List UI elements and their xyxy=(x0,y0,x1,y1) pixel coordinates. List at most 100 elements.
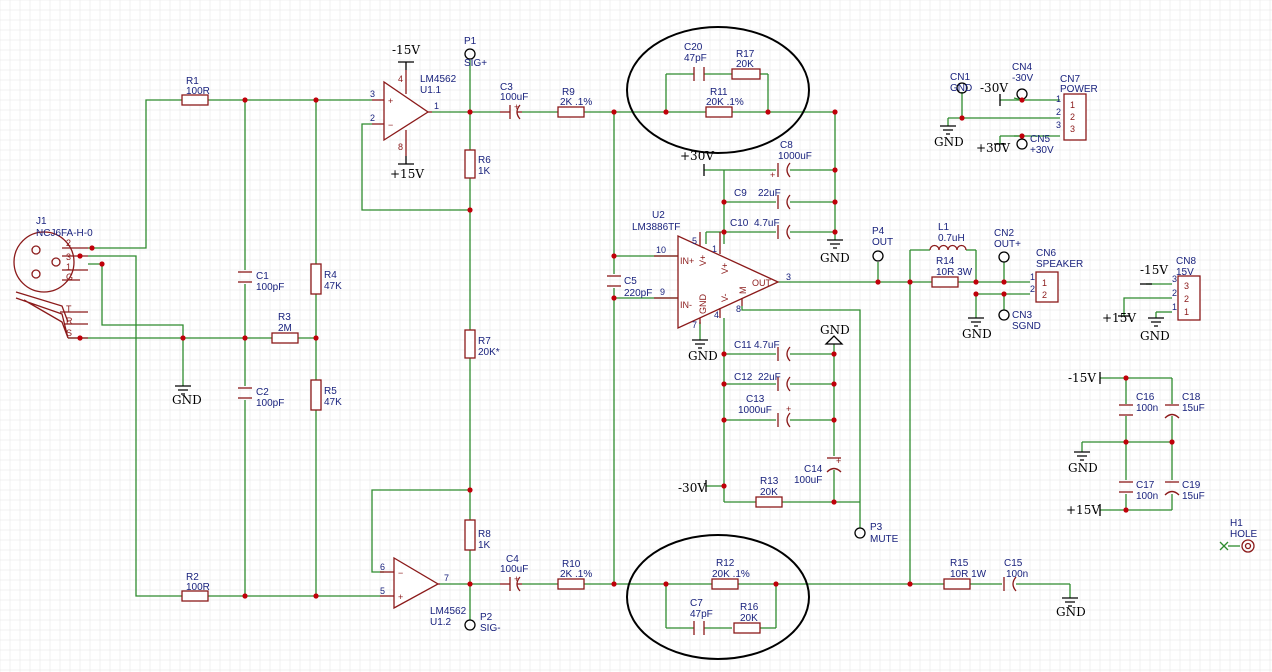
r15-value: 10R 1W xyxy=(950,569,987,580)
svg-text:+: + xyxy=(770,170,775,180)
c5-capacitor[interactable]: C5 220pF xyxy=(607,275,652,299)
junction-dot xyxy=(831,381,837,387)
c11-capacitor[interactable]: C11 4.7uF xyxy=(734,340,791,362)
cn8-pin-2-left: 2 xyxy=(1172,288,1177,298)
r4-resistor[interactable]: R4 47K xyxy=(310,263,342,295)
c19-capacitor[interactable]: C19 15uF xyxy=(1164,480,1205,502)
junction-dot xyxy=(721,199,727,205)
u2-pin-1: 1 xyxy=(712,244,717,254)
r12-resistor[interactable]: R12 20K .1% xyxy=(711,558,750,590)
r7-resistor[interactable]: R7 20K* xyxy=(464,329,500,359)
junction-dot xyxy=(832,109,838,115)
u2-pinlabel-vm: V- xyxy=(720,293,730,302)
junction-dot xyxy=(611,109,617,115)
r11-ref: R11 xyxy=(710,87,728,98)
u1-1-opamp[interactable]: + − 3 2 1 4 8 LM4562 U1.1 xyxy=(370,70,457,156)
r9-resistor[interactable]: R9 2K .1% xyxy=(557,87,592,118)
r17-resistor[interactable]: R17 20K xyxy=(731,49,761,80)
r3-resistor[interactable]: R3 2M xyxy=(271,312,299,344)
j1-pin-s: S xyxy=(66,328,72,338)
cn6-value: SPEAKER xyxy=(1036,259,1083,270)
c13-capacitor[interactable]: + C13 1000uF xyxy=(738,394,791,428)
r6-ref: R6 xyxy=(478,155,491,166)
c7-capacitor[interactable]: C7 47pF xyxy=(690,598,713,635)
cn2-testpoint[interactable]: CN2 OUT+ xyxy=(994,228,1021,263)
h1-mounting-hole[interactable]: H1 HOLE xyxy=(1219,518,1258,553)
net-m30-conn: -30V xyxy=(980,81,1008,95)
r15-resistor[interactable]: R15 10R 1W xyxy=(943,558,987,590)
junction-dot xyxy=(832,167,838,173)
u2-pinlabel-vp1: V+ xyxy=(698,255,708,266)
cn4-value: -30V xyxy=(1012,73,1033,84)
c12-capacitor[interactable]: C12 22uF xyxy=(734,372,791,392)
cn3-testpoint[interactable]: CN3 SGND xyxy=(998,309,1041,332)
junction-dot xyxy=(973,291,979,297)
cn7-pin-1-left: 1 xyxy=(1056,94,1061,104)
u1-2-opamp[interactable]: − + 6 5 7 LM4562 U1.2 xyxy=(380,556,467,628)
gnd-label-2: GND xyxy=(820,251,850,265)
junction-dot xyxy=(875,279,881,285)
cn6-speaker-connector[interactable]: 1 2 1 2 CN6 SPEAKER xyxy=(1030,248,1083,303)
cn6-pin-2-left: 2 xyxy=(1030,284,1035,294)
u1-2-ref: LM4562 xyxy=(430,606,467,617)
cn7-value: POWER xyxy=(1060,84,1098,95)
c15-capacitor[interactable]: C15 100n xyxy=(1003,558,1028,592)
cn7-power-connector[interactable]: 1 2 3 1 2 3 CN7 POWER xyxy=(1056,74,1098,141)
c16-capacitor[interactable]: C16 100n xyxy=(1119,392,1158,416)
r14-resistor[interactable]: R14 10R 3W xyxy=(931,256,973,288)
r6-value: 1K xyxy=(478,166,491,177)
u2-power-amp[interactable]: IN+ IN- OUT V+ V+ GND V- M 10 9 5 1 3 7 … xyxy=(632,210,791,330)
c5-value: 220pF xyxy=(624,288,652,299)
c16-value: 100n xyxy=(1136,403,1158,414)
c2-capacitor[interactable]: C2 100pF xyxy=(238,387,284,409)
p3-value: MUTE xyxy=(870,534,899,545)
cn8-15v-connector[interactable]: 3 2 1 3 2 1 CN8 15V xyxy=(1172,256,1201,321)
junction-dot xyxy=(663,109,669,115)
c3-capacitor[interactable]: + C3 100uF xyxy=(500,82,528,120)
cn6-ref: CN6 xyxy=(1036,248,1056,259)
gnd-label-3: GND xyxy=(688,349,718,363)
r8-resistor[interactable]: R8 1K xyxy=(464,519,491,551)
r2-resistor[interactable]: R2 100R xyxy=(181,572,210,602)
r1-resistor[interactable]: R1 100R xyxy=(181,76,210,106)
r11-resistor[interactable]: R11 20K .1% xyxy=(705,87,744,118)
l1-inductor[interactable]: L1 0.7uH xyxy=(929,222,967,251)
r8-value: 1K xyxy=(478,540,491,551)
cn5-testpoint[interactable]: CN5 +30V xyxy=(1016,134,1054,156)
c10-capacitor[interactable]: C10 4.7uF xyxy=(730,218,791,240)
c1-capacitor[interactable]: C1 100pF xyxy=(238,271,284,293)
r6-resistor[interactable]: R6 1K xyxy=(464,149,491,179)
junction-dot xyxy=(242,593,248,599)
p1-testpoint[interactable]: P1 SIG+ xyxy=(464,36,487,69)
cn2-ref: CN2 xyxy=(994,228,1014,239)
p4-testpoint[interactable]: P4 OUT xyxy=(872,226,893,262)
r5-resistor[interactable]: R5 47K xyxy=(310,379,342,411)
c4-capacitor[interactable]: + C4 100uF xyxy=(500,554,528,592)
c14-capacitor[interactable]: + C14 100uF xyxy=(794,456,842,486)
net-p30-top: +30V xyxy=(680,149,714,163)
c9-capacitor[interactable]: C9 22uF xyxy=(734,188,791,210)
junction-dot xyxy=(1001,279,1007,285)
c8-capacitor[interactable]: + C8 1000uF xyxy=(770,140,812,180)
r13-resistor[interactable]: R13 20K xyxy=(755,476,783,508)
junction-dot xyxy=(313,335,319,341)
c20-capacitor[interactable]: C20 47pF xyxy=(684,42,707,81)
c18-capacitor[interactable]: C18 15uF xyxy=(1164,392,1205,419)
junction-dot xyxy=(1019,133,1025,139)
junction-dot xyxy=(611,581,617,587)
p3-testpoint[interactable]: P3 MUTE xyxy=(854,522,899,545)
cn1-testpoint[interactable]: CN1 GND xyxy=(950,72,972,94)
p2-testpoint[interactable]: P2 SIG- xyxy=(464,612,501,634)
r10-resistor[interactable]: R10 2K .1% xyxy=(557,559,592,590)
r2-value: 100R xyxy=(186,582,210,593)
c17-capacitor[interactable]: C17 100n xyxy=(1119,480,1158,502)
r5-ref: R5 xyxy=(324,386,337,397)
r15-ref: R15 xyxy=(950,558,969,569)
cn8-value: 15V xyxy=(1176,267,1194,278)
j1-xlr-jack[interactable]: J1 NCJ6FA-H-0 2 3 1 G T R S xyxy=(13,216,93,339)
junction-dot xyxy=(89,245,95,251)
svg-text:+: + xyxy=(388,96,393,106)
r1-value: 100R xyxy=(186,86,210,97)
r16-resistor[interactable]: R16 20K xyxy=(733,602,761,634)
r12-ref: R12 xyxy=(716,558,735,569)
